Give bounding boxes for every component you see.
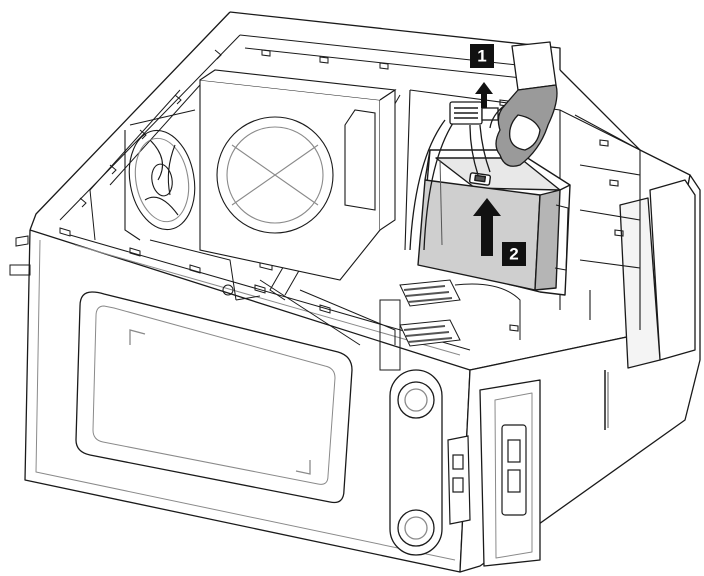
power-connector [449,101,499,125]
step-badge-1: 1 [470,44,494,68]
step-label-2: 2 [509,245,518,264]
hard-disk-drive [417,149,571,296]
hand-icon [489,41,558,167]
step-badge-2: 2 [502,242,526,266]
arrow-up-icon [475,82,493,108]
front-handle-recess [389,369,443,556]
power-supply-unit [199,69,397,281]
side-panel-window [75,291,353,504]
step-label-1: 1 [477,47,486,66]
fan-icon [124,109,196,241]
drive-cables [409,119,491,251]
drive-connectors [379,279,521,371]
front-io-panel [447,424,527,525]
arrow-up-icon [473,198,501,256]
